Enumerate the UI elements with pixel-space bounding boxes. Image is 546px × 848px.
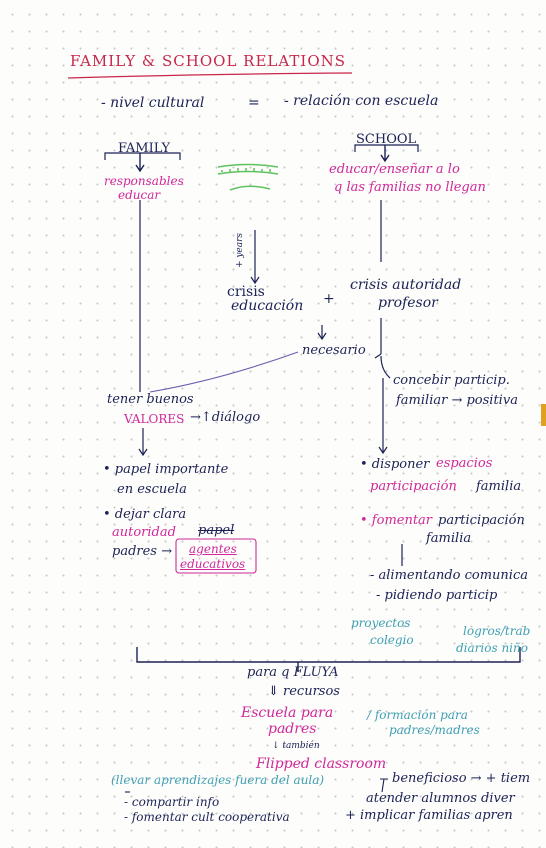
necesario-left-line [149,351,299,393]
flipped-label: Flipped classroom [256,756,387,772]
compartir-label: - compartir info [124,795,220,809]
participacion2-label: participación [438,513,525,528]
participacion-label: participación [370,479,457,494]
valores-line1: tener buenos [107,392,194,407]
family-heading: FAMILY [118,141,171,156]
family-line2: educar [118,188,161,202]
fluya-label: para q FLUYA [247,665,339,680]
family-arrow [135,153,145,173]
dejar-papel: papel [198,523,235,538]
formacion-line1: / formación para [367,708,468,722]
disponer-label: • disponer [360,457,430,472]
necesario-arrow [317,325,327,341]
school-arrow [380,145,390,163]
plus-sign: + [323,291,335,307]
concebir-line2: familiar → positiva [396,393,518,408]
alimentando-label: - alimentando comunica [370,568,528,583]
page-edge-tab [541,404,546,426]
crisis-left-line2: educación [231,298,304,314]
flipped-link [380,778,388,793]
intro-equals: = [248,95,260,111]
school-line2: q las familias no llegan [334,180,486,195]
dejar-line1: • dejar clara [103,507,187,522]
concebir-arrow [378,378,388,455]
school-line1: educar/enseñar a lo [329,162,460,177]
family-bracket [104,152,181,160]
proyectos-line1: proyectos [351,616,411,630]
valores-dialogo: →↑diálogo [190,410,261,425]
fomentar-cult-label: - fomentar cult cooperativa [124,810,290,824]
agentes-box [175,538,257,574]
pidiendo-label: - pidiendo particip [376,588,498,603]
formacion-line2: padres/madres [389,723,480,737]
necesario-right-line [374,353,391,379]
school-heading: SCHOOL [356,132,417,147]
valores-arrow [138,428,148,457]
dejar-autoridad: autoridad [112,525,176,540]
agentes-line2: educativos [180,557,246,571]
agentes-line1: agentes [189,542,237,556]
valores-word: VALORES [124,412,185,426]
school-bracket [354,144,419,152]
escuela-padres-line2: padres [268,721,317,737]
crisis-right-line2: profesor [378,295,438,311]
tambien-label: ↓ también [272,741,320,751]
llevar-label: (llevar aprendizajes fuera del aula) [111,773,325,787]
familia2-label: familia [426,531,472,546]
fomentar-label: • fomentar [360,513,433,528]
espacios-label: espacios [436,456,493,471]
logros-line1: logros/trab [463,624,531,638]
recursos-label: ⇓ recursos [268,684,340,699]
escuela-padres-line1: Escuela para [241,705,334,721]
crisis-left-line1: crisis [227,284,265,300]
atender-label: atender alumnos diver [366,791,515,806]
necesario-label: necesario [302,343,366,358]
logros-line2: diarios niño [456,641,528,655]
beneficioso-label: beneficioso → + tiem [392,771,531,786]
intro-right: - relación con escuela [284,93,439,109]
page-title: FAMILY & SCHOOL RELATIONS [70,52,347,70]
papel-line1: • papel importante [103,462,229,477]
proyectos-line2: colegio [370,633,414,647]
concebir-line1: concebir particip. [393,373,510,388]
familia-label: familia [476,479,522,494]
years-label: + years [235,232,246,269]
papel-line2: en escuela [117,482,187,497]
padres-arrow: padres → [112,544,172,559]
implicar-label: + implicar familias apren [345,808,513,823]
crisis-right-line1: crisis autoridad [350,277,462,293]
years-arrow [250,230,260,285]
intro-left: - nivel cultural [101,95,205,111]
family-line1: responsables [104,174,184,188]
green-relation-mark [217,163,279,191]
bottom-bracket [136,647,521,663]
title-underline [67,72,353,79]
